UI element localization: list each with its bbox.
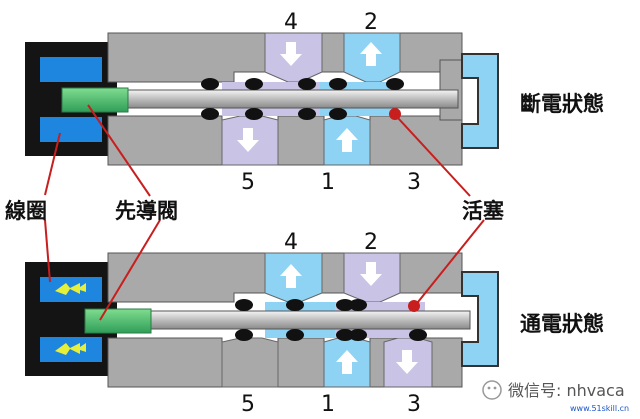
- piston-bottom: [408, 300, 420, 312]
- piston-label: 活塞: [462, 199, 505, 223]
- coil-winding-top-lower: [40, 117, 102, 142]
- energized-icon-lower: [55, 343, 86, 355]
- pilot-valve-top: [61, 87, 129, 113]
- port-label-4-bottom: 4: [284, 230, 298, 255]
- arrow-4-up-bottom: [280, 264, 302, 288]
- end-cap-bottom: [461, 271, 499, 367]
- spool-rod-bottom: [107, 310, 471, 330]
- port-label-1-top: 1: [321, 170, 335, 195]
- piston-top: [389, 108, 401, 120]
- end-cap-top: [461, 53, 499, 149]
- port-label-2-top: 2: [364, 10, 378, 35]
- callouts: 線圈 先導閥 活塞: [5, 104, 505, 321]
- port-label-5-top: 5: [241, 170, 255, 195]
- state-label-off: 斷電狀態: [520, 92, 604, 116]
- arrow-1-up-top: [336, 128, 358, 152]
- leader-coil-bottom: [44, 219, 51, 283]
- port-label-5-bottom: 5: [241, 392, 255, 417]
- coil-label: 線圈: [5, 199, 47, 223]
- watermark: 微信号: nhvaca www.51skill.cn: [482, 380, 629, 413]
- port-label-4-top: 4: [284, 10, 298, 35]
- arrow-1-up-bottom: [336, 350, 358, 374]
- arrow-2-down-bottom: [360, 262, 382, 286]
- valve-body-top-center-lower: [277, 115, 325, 166]
- o-rings-bottom: [235, 299, 427, 341]
- pilot-valve-bottom: [84, 308, 152, 334]
- port-label-3-bottom: 3: [407, 392, 421, 417]
- port-label-3-top: 3: [407, 170, 421, 195]
- watermark-text: 微信号: nhvaca: [508, 381, 625, 400]
- watermark-site: www.51skill.cn: [570, 404, 629, 413]
- valve-body-bottom-center-upper: [321, 252, 345, 294]
- arrow-3-down-bottom: [396, 350, 418, 374]
- state-label-on: 通電狀態: [520, 312, 604, 336]
- leader-piston-top: [397, 117, 471, 197]
- pilot-valve-label: 先導閥: [115, 199, 178, 223]
- o-rings-top: [201, 78, 404, 120]
- port-label-1-bottom: 1: [321, 392, 335, 417]
- port-label-2-bottom: 2: [364, 230, 378, 255]
- leader-piston-bottom: [417, 219, 485, 303]
- energized-icon-upper: [55, 283, 86, 295]
- valve-body-bottom-center-lower: [277, 337, 325, 388]
- arrow-4-down-top: [280, 42, 302, 66]
- wechat-icon: [482, 380, 502, 400]
- valve-body-top-center-upper: [321, 32, 345, 73]
- valve-body-top-right-lower: [369, 115, 463, 166]
- port-5-channel-bottom: [221, 337, 279, 388]
- leader-pilot-bottom: [99, 219, 161, 321]
- arrow-2-up-top: [360, 42, 382, 66]
- spool-rod-top: [107, 89, 459, 109]
- coil-winding-top-upper: [40, 57, 102, 82]
- leader-coil-top: [44, 132, 61, 196]
- valve-off: 4 2 5 1 3 斷電狀態: [25, 10, 604, 195]
- leader-pilot-top: [87, 104, 151, 197]
- arrow-5-down-top: [237, 128, 259, 152]
